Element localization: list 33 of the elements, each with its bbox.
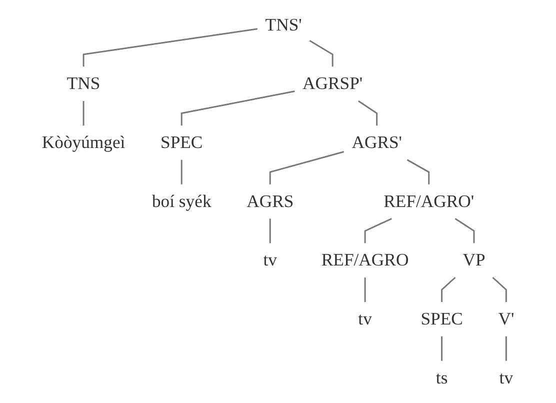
connector <box>454 218 475 244</box>
node-text: ts <box>436 368 448 388</box>
connector <box>441 276 456 302</box>
node-text: tv <box>358 308 372 328</box>
connector <box>269 151 344 184</box>
node-text: AGRS <box>246 191 294 211</box>
node-text: TNS' <box>265 14 302 34</box>
node-text: V' <box>498 308 514 328</box>
node-text: tv <box>499 368 514 388</box>
connector <box>269 218 271 244</box>
node-text: REF/AGRO' <box>384 191 474 211</box>
connector <box>180 160 182 184</box>
node-text: VP <box>462 250 486 270</box>
connector <box>505 336 507 361</box>
connector <box>309 40 334 67</box>
node-text: AGRSP' <box>302 74 363 94</box>
node-text: SPEC <box>420 308 463 328</box>
connector <box>492 276 507 302</box>
node-text: Kòòyúmgeì <box>42 132 126 152</box>
connector <box>364 218 392 244</box>
connector <box>82 101 84 126</box>
connector <box>180 90 295 126</box>
node-text: REF/AGRO <box>321 250 409 270</box>
node-text: SPEC <box>160 132 203 152</box>
connector <box>82 28 258 67</box>
node-text: boí syék <box>152 191 212 211</box>
connector <box>358 100 378 126</box>
node-text: TNS <box>66 74 100 94</box>
node-text: AGRS' <box>352 132 402 152</box>
connector <box>364 278 366 302</box>
connector <box>441 336 443 361</box>
connector <box>406 159 430 184</box>
node-text: tv <box>263 250 277 270</box>
